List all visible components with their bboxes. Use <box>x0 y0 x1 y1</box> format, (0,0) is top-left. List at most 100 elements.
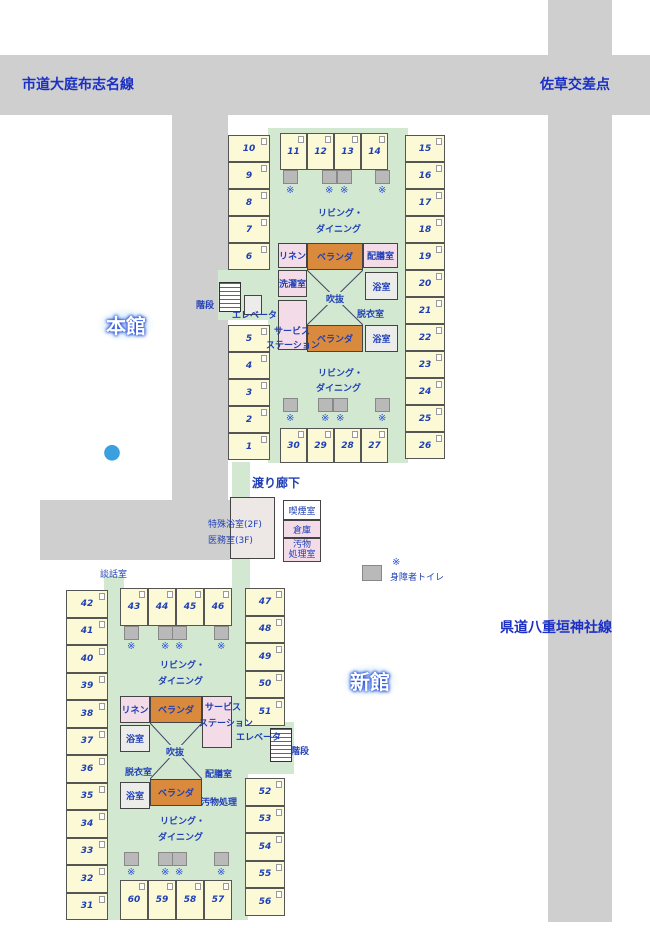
room-26: 26 <box>405 432 445 459</box>
lounge-floor <box>104 576 124 592</box>
room-56: 56 <box>245 888 285 916</box>
new-stairs-label: 階段 <box>291 747 310 757</box>
room-55: 55 <box>245 860 285 888</box>
room-47: 47 <box>245 588 285 616</box>
room-60: 60 <box>120 880 148 920</box>
room-42: 42 <box>66 590 108 618</box>
room-29: 29 <box>307 428 334 463</box>
new-atrium: 吹抜 <box>166 745 185 758</box>
room-58: 58 <box>176 880 204 920</box>
toilet-icon <box>214 852 229 866</box>
new-living-top-1: リビング・ <box>160 661 206 671</box>
toilet-icon <box>172 626 187 640</box>
toilet-mark: ※ <box>378 185 387 196</box>
toilet-icon <box>124 852 139 866</box>
accessible-toilet <box>362 565 382 581</box>
room-16: 16 <box>405 162 445 189</box>
medical-label: 医務室(3F) <box>208 536 253 546</box>
main-living-bottom-1: リビング・ <box>318 369 364 379</box>
main-elevator-label: エレベータ <box>232 311 278 321</box>
room-59: 59 <box>148 880 176 920</box>
room-33: 33 <box>66 837 108 865</box>
corridor-label: 渡り廊下 <box>252 476 301 490</box>
main-pantry: 配膳室 <box>363 243 398 268</box>
storage-room: 倉庫 <box>283 520 321 538</box>
room-54: 54 <box>245 833 285 861</box>
road-left-horizontal <box>40 500 230 560</box>
toilet-icon <box>158 626 173 640</box>
room-12: 12 <box>307 133 334 170</box>
toilet-mark: ※ <box>378 413 387 424</box>
special-bath-label: 特殊浴室(2F) <box>208 520 262 530</box>
room-49: 49 <box>245 643 285 671</box>
new-stairs <box>270 728 292 762</box>
new-veranda-1: ベランダ <box>150 696 202 723</box>
lounge-label: 談話室 <box>100 570 128 580</box>
toilet-icon <box>375 170 390 184</box>
toilet-icon <box>124 626 139 640</box>
room-40: 40 <box>66 645 108 673</box>
room-11: 11 <box>280 133 307 170</box>
toilet-mark: ※ <box>175 641 184 652</box>
accessible-toilet-label: 身障者トイレ <box>390 573 445 583</box>
room-38: 38 <box>66 700 108 728</box>
main-living-top-2: ダイニング <box>316 225 362 235</box>
waste-room-label-2: 処理室 <box>288 550 316 560</box>
main-living-bottom-2: ダイニング <box>316 384 362 394</box>
room-2: 2 <box>228 406 270 433</box>
room-18: 18 <box>405 216 445 243</box>
room-24: 24 <box>405 378 445 405</box>
main-elevator <box>244 295 262 315</box>
room-52: 52 <box>245 778 285 806</box>
new-veranda-2: ベランダ <box>150 779 202 806</box>
room-28: 28 <box>334 428 361 463</box>
main-linen: リネン <box>278 243 307 268</box>
road-left-vertical <box>172 115 228 560</box>
toilet-icon <box>158 852 173 866</box>
waste-room: 汚物処理室 <box>283 538 321 562</box>
toilet-mark: ※ <box>161 641 170 652</box>
room-57: 57 <box>204 880 232 920</box>
toilet-icon <box>333 398 348 412</box>
room-51: 51 <box>245 698 285 726</box>
room-4: 4 <box>228 352 270 379</box>
new-service-1: サービス <box>205 703 242 713</box>
main-bath-1: 浴室 <box>365 272 398 300</box>
new-bath-2: 浴室 <box>120 782 150 809</box>
new-living-top-2: ダイニング <box>158 677 204 687</box>
room-50: 50 <box>245 670 285 698</box>
main-veranda-2: ベランダ <box>307 325 363 352</box>
main-bath-2: 浴室 <box>365 325 398 352</box>
new-elevator-label: エレベータ <box>236 733 282 743</box>
room-39: 39 <box>66 672 108 700</box>
toilet-mark: ※ <box>161 867 170 878</box>
room-3: 3 <box>228 379 270 406</box>
road-label-right: 県道八重垣神社線 <box>500 620 612 636</box>
new-linen: リネン <box>120 696 150 723</box>
main-service-2: ステーション <box>266 341 320 351</box>
new-pantry: 配膳室 <box>205 770 233 780</box>
accessible-toilet-mark: ※ <box>392 557 401 568</box>
room-21: 21 <box>405 297 445 324</box>
main-atrium: 吹抜 <box>326 292 345 305</box>
toilet-mark: ※ <box>127 867 136 878</box>
room-37: 37 <box>66 727 108 755</box>
toilet-mark: ※ <box>286 413 295 424</box>
room-53: 53 <box>245 805 285 833</box>
room-5: 5 <box>228 325 270 352</box>
toilet-icon <box>375 398 390 412</box>
main-stairs <box>219 282 241 312</box>
toilet-mark: ※ <box>217 867 226 878</box>
toilet-mark: ※ <box>336 413 345 424</box>
new-living-bottom-2: ダイニング <box>158 833 204 843</box>
road-top <box>0 55 650 115</box>
room-23: 23 <box>405 351 445 378</box>
room-20: 20 <box>405 270 445 297</box>
road-label-intersection: 佐草交差点 <box>540 77 610 93</box>
new-living-bottom-1: リビング・ <box>160 817 206 827</box>
room-30: 30 <box>280 428 307 463</box>
toilet-mark: ※ <box>127 641 136 652</box>
toilet-mark: ※ <box>175 867 184 878</box>
special-bath-room <box>230 497 275 559</box>
main-living-top-1: リビング・ <box>318 209 364 219</box>
